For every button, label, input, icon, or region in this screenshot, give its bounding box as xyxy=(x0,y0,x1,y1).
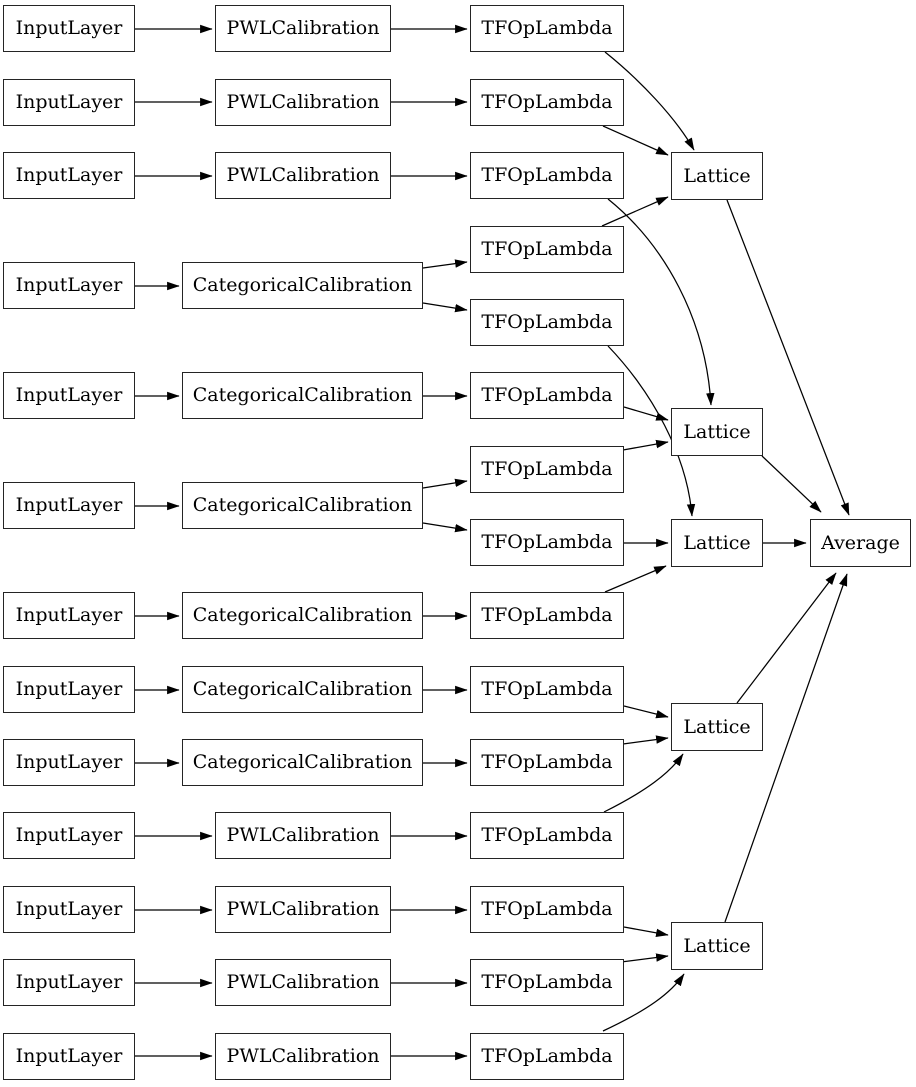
node-input-11: InputLayer xyxy=(3,886,135,933)
edge-cat-3-tfop-7 xyxy=(422,478,468,489)
node-tfop-13: TFOpLambda xyxy=(470,886,624,933)
node-input-10: InputLayer xyxy=(3,812,135,859)
node-input-8: InputLayer xyxy=(3,666,135,713)
edge-tfop-14-lattice-5 xyxy=(620,953,669,963)
node-input-4: InputLayer xyxy=(3,262,135,309)
edge-tfop-9-lattice-3 xyxy=(604,565,667,593)
edge-lattice-4-average xyxy=(736,572,837,704)
node-pwl-3: PWLCalibration xyxy=(215,152,391,199)
edge-tfop-12-lattice-4 xyxy=(603,753,684,813)
edge-tfop-11-lattice-4 xyxy=(622,735,669,745)
node-input-7: InputLayer xyxy=(3,592,135,639)
edge-tfop-7-lattice-2 xyxy=(622,439,669,451)
node-input-6: InputLayer xyxy=(3,482,135,529)
node-tfop-6: TFOpLambda xyxy=(470,372,624,419)
edge-tfop-13-lattice-5 xyxy=(623,926,669,938)
node-input-9: InputLayer xyxy=(3,739,135,786)
node-pwl-5: PWLCalibration xyxy=(215,886,391,933)
node-average: Average xyxy=(810,519,911,567)
node-tfop-12: TFOpLambda xyxy=(470,812,624,859)
node-tfop-15: TFOpLambda xyxy=(470,1033,624,1080)
node-tfop-1: TFOpLambda xyxy=(470,5,624,52)
node-tfop-7: TFOpLambda xyxy=(470,446,624,493)
node-pwl-4: PWLCalibration xyxy=(215,812,391,859)
node-pwl-7: PWLCalibration xyxy=(215,1033,391,1080)
node-lattice-4: Lattice xyxy=(671,703,763,751)
node-lattice-3: Lattice xyxy=(671,519,763,567)
node-tfop-9: TFOpLambda xyxy=(470,592,624,639)
edge-tfop-4-lattice-1 xyxy=(601,196,669,227)
node-input-12: InputLayer xyxy=(3,959,135,1006)
node-tfop-10: TFOpLambda xyxy=(470,666,624,713)
node-lattice-5: Lattice xyxy=(671,922,763,970)
node-input-3: InputLayer xyxy=(3,152,135,199)
edge-tfop-2-lattice-1 xyxy=(602,125,669,156)
node-pwl-2: PWLCalibration xyxy=(215,79,391,126)
node-tfop-2: TFOpLambda xyxy=(470,79,624,126)
node-input-1: InputLayer xyxy=(3,5,135,52)
node-lattice-2: Lattice xyxy=(671,408,763,456)
edge-cat-1-tfop-5 xyxy=(422,302,468,313)
edges-group xyxy=(135,24,850,1061)
node-input-2: InputLayer xyxy=(3,79,135,126)
node-tfop-14: TFOpLambda xyxy=(470,959,624,1006)
node-cat-5: CategoricalCalibration xyxy=(182,666,423,713)
edge-tfop-3-lattice-2 xyxy=(607,198,715,406)
node-cat-3: CategoricalCalibration xyxy=(182,482,423,529)
edge-tfop-5-lattice-3 xyxy=(607,345,696,517)
node-tfop-8: TFOpLambda xyxy=(470,519,624,566)
node-tfop-4: TFOpLambda xyxy=(470,226,624,273)
node-cat-6: CategoricalCalibration xyxy=(182,739,423,786)
edge-lattice-2-average xyxy=(761,455,822,513)
edge-lattice-5-average xyxy=(724,573,848,923)
node-cat-2: CategoricalCalibration xyxy=(182,372,423,419)
edge-tfop-10-lattice-4 xyxy=(623,705,669,719)
node-pwl-6: PWLCalibration xyxy=(215,959,391,1006)
node-input-5: InputLayer xyxy=(3,372,135,419)
node-pwl-1: PWLCalibration xyxy=(215,5,391,52)
node-cat-1: CategoricalCalibration xyxy=(182,262,423,309)
node-input-13: InputLayer xyxy=(3,1033,135,1080)
edge-tfop-1-lattice-1 xyxy=(604,51,695,151)
edge-lattice-1-average xyxy=(726,199,850,516)
node-lattice-1: Lattice xyxy=(671,152,763,200)
edge-cat-3-tfop-8 xyxy=(422,522,468,533)
node-cat-4: CategoricalCalibration xyxy=(182,592,423,639)
node-tfop-11: TFOpLambda xyxy=(470,739,624,786)
node-tfop-5: TFOpLambda xyxy=(470,299,624,346)
edge-cat-1-tfop-4 xyxy=(422,259,468,269)
node-tfop-3: TFOpLambda xyxy=(470,152,624,199)
edge-tfop-15-lattice-5 xyxy=(602,973,685,1032)
